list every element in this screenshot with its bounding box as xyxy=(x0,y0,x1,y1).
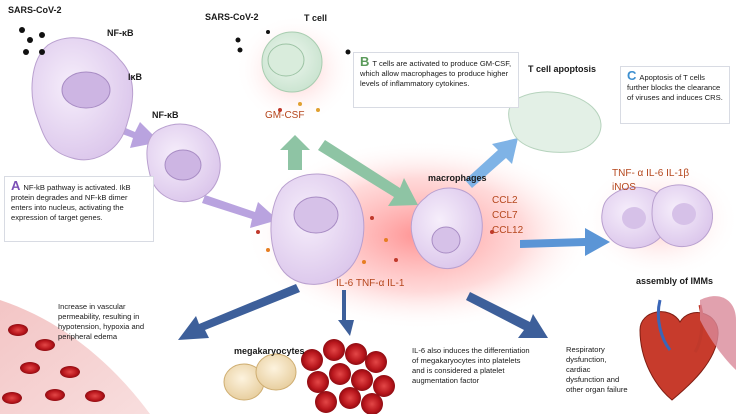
panel-c-letter: C xyxy=(627,68,637,83)
arrow-to-platelets xyxy=(338,290,354,336)
panel-a-letter: A xyxy=(11,178,21,193)
il6-tnf-il1-label: IL-6 TNF-α IL-1 xyxy=(336,278,405,289)
gm-csf-label: GM-CSF xyxy=(265,110,305,121)
t-cell-apoptosis-label: T cell apoptosis xyxy=(528,64,597,74)
panel-c-text: Apoptosis of T cells further blocks the … xyxy=(627,73,723,102)
arrow-to-vessel xyxy=(178,284,300,340)
ccl7-label: CCL7 xyxy=(492,210,518,221)
apoptotic-t-cell xyxy=(508,91,602,153)
cytokine-particles xyxy=(256,102,494,264)
panel-b-letter: B xyxy=(360,54,370,69)
assembly-imms-label: assembly of IMMs xyxy=(636,276,714,286)
lung-icon xyxy=(700,296,736,370)
platelet-cluster xyxy=(301,339,395,414)
arrow-tcell-to-macrophage xyxy=(318,140,418,206)
organ-note: Respiratory dysfunction, cardiac dysfunc… xyxy=(566,345,628,394)
megakaryocyte-2 xyxy=(255,353,297,391)
blood-vessel xyxy=(0,300,150,414)
platelet-note: IL-6 also induces the differentiation of… xyxy=(412,346,530,385)
nfkb-label-2: NF-κB xyxy=(152,110,179,120)
nfkb-cell-nucleus xyxy=(164,149,202,181)
arrow-to-tcell xyxy=(280,135,310,170)
sars-cov-2-label-left: SARS-CoV-2 xyxy=(8,5,62,15)
macrophages-label: macrophages xyxy=(428,173,487,183)
arrow-to-tcell-apoptosis xyxy=(465,138,518,188)
ikb-label: IκB xyxy=(128,72,143,82)
panel-b-text: T cells are activated to produce GM-CSF,… xyxy=(360,59,512,88)
nfkb-label-1: NF-κB xyxy=(107,28,134,38)
vascular-note: Increase in vascular permeability, resul… xyxy=(58,302,145,341)
heart-vessel-blue xyxy=(656,299,672,351)
imm-cell-2-nucleus xyxy=(672,203,696,225)
t-cell-label: T cell xyxy=(304,13,328,23)
arrow-nfkb-to-macrophage xyxy=(202,195,278,228)
megakaryocytes-label: megakaryocytes xyxy=(234,346,305,356)
central-macrophage-nucleus xyxy=(293,196,339,234)
sars-cov-2-label-mid: SARS-CoV-2 xyxy=(205,12,259,22)
panel-a-text: NF-kB pathway is activated. IkB protein … xyxy=(11,183,131,222)
right-macrophage-nucleus xyxy=(431,226,461,254)
red-blood-cells xyxy=(2,324,105,404)
t-cell-nucleus xyxy=(267,43,305,77)
arrow-to-imm xyxy=(520,228,610,256)
infected-cell-nucleus xyxy=(61,71,111,109)
virus-icon xyxy=(19,27,351,55)
tnf-il6-il1b-label: TNF- α IL-6 IL-1β xyxy=(612,168,690,179)
ccl12-label: CCL12 xyxy=(492,225,524,236)
imm-cell-1-nucleus xyxy=(622,207,646,229)
arrow-to-organs xyxy=(466,292,548,338)
ccl2-label: CCL2 xyxy=(492,195,518,206)
inos-label: iNOS xyxy=(612,182,636,193)
